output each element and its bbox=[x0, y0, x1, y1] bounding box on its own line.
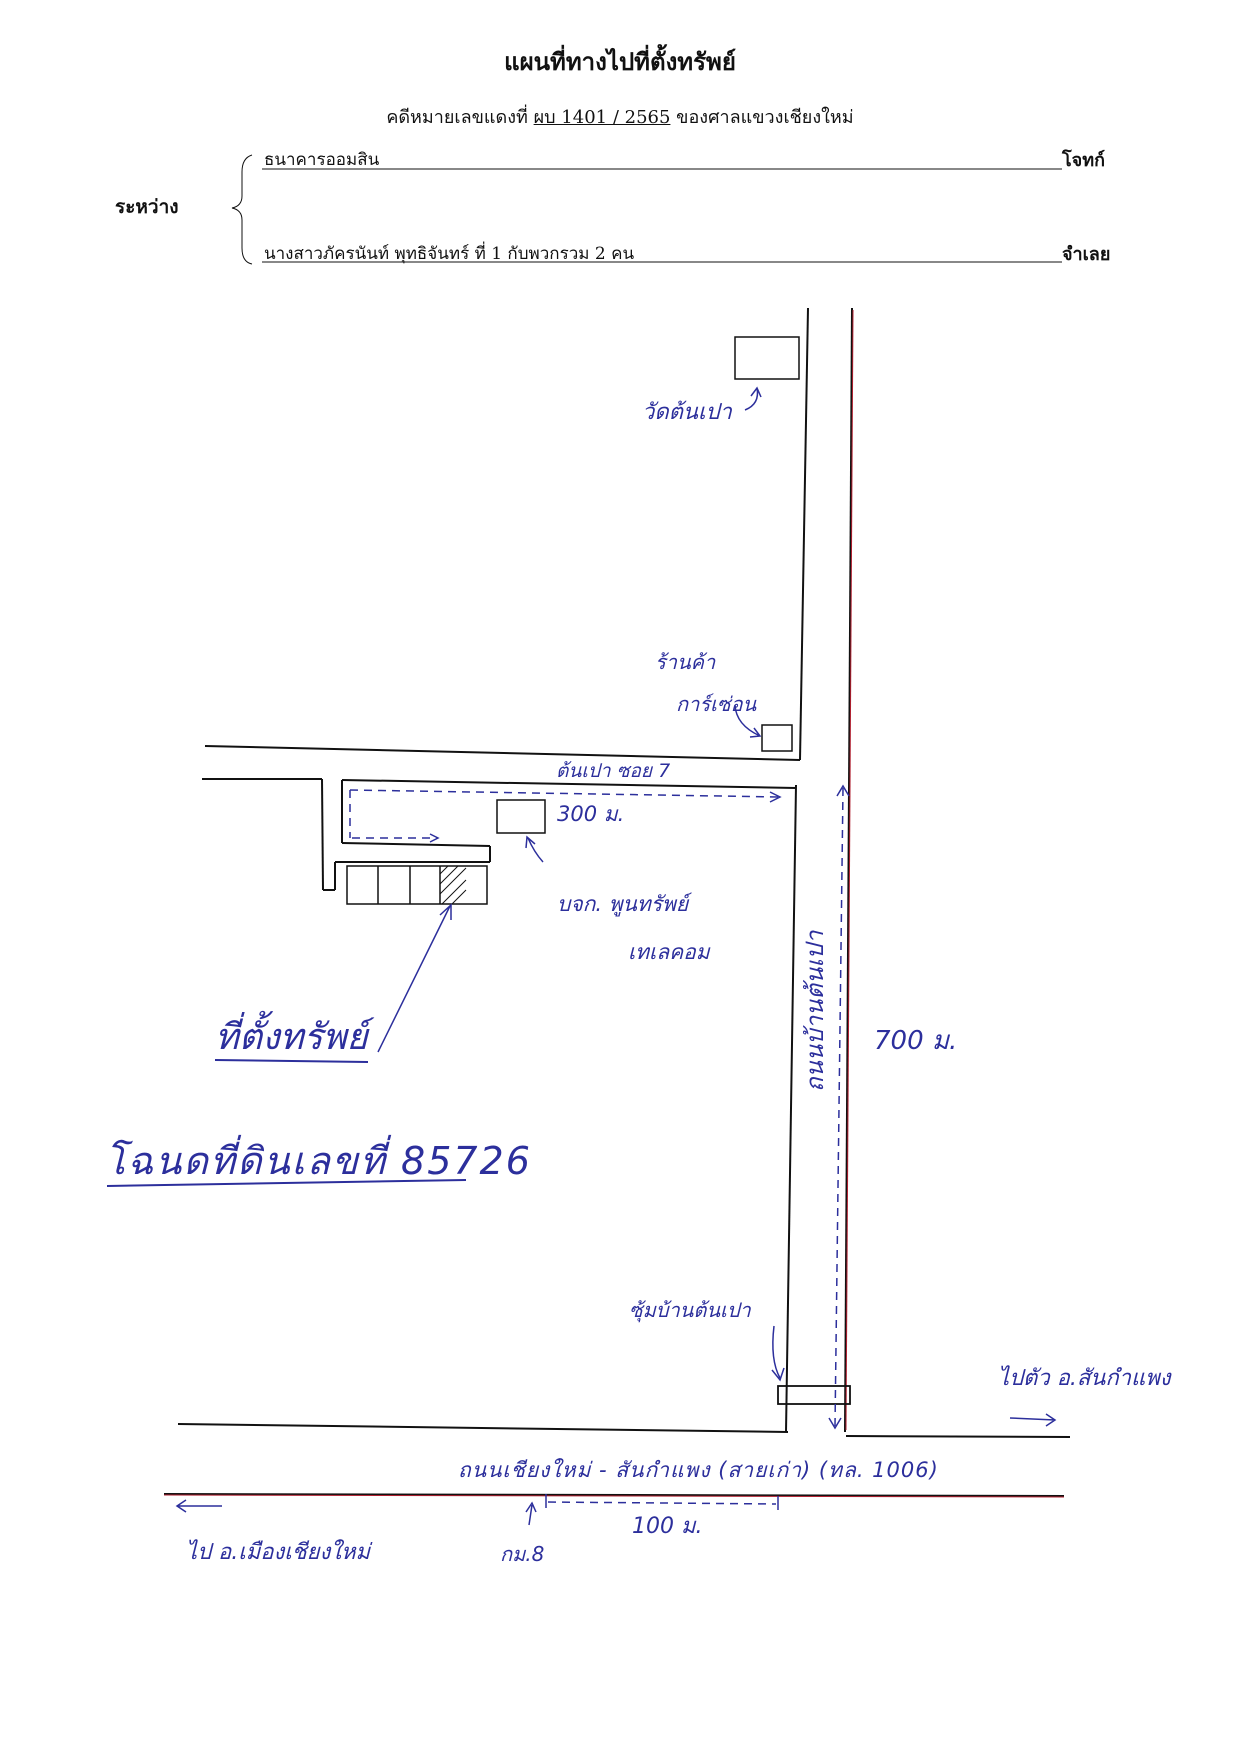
village-road bbox=[785, 307, 853, 1433]
court-name: ของศาลแขวงเชียงใหม่ bbox=[676, 107, 854, 128]
plaintiff-name: ธนาคารออมสิน bbox=[264, 150, 380, 170]
soi-lower-edge bbox=[341, 779, 797, 789]
pointer-lines bbox=[377, 386, 785, 1382]
km-marker-arrow-icon bbox=[525, 1501, 537, 1526]
between-label: ระหว่าง bbox=[115, 196, 179, 218]
property-plots bbox=[346, 865, 488, 905]
temple-pointer-icon bbox=[744, 386, 762, 411]
main-road-label: ถนนเชียงใหม่ - สันกำแพง (สายเก่า) (ทล. 1… bbox=[458, 1458, 939, 1482]
soi-left-stub-side bbox=[321, 778, 324, 891]
document-title: แผนที่ทางไปที่ตั้งทรัพย์ bbox=[504, 47, 736, 76]
shop-pointer-icon bbox=[734, 704, 762, 738]
case-prefix: คดีหมายเลขแดงที่ bbox=[386, 107, 528, 128]
property-hatch bbox=[439, 865, 467, 905]
defendant-role: จำเลย bbox=[1062, 244, 1111, 265]
soi-road bbox=[202, 745, 801, 891]
village-road-distance: 700 ม. bbox=[874, 1026, 958, 1056]
km-marker-label: กม.8 bbox=[500, 1542, 545, 1566]
village-gate-box bbox=[777, 1385, 851, 1405]
to-muang-arrow-icon bbox=[175, 1499, 222, 1513]
shop-label-line2: การ์เซ่อน bbox=[676, 692, 757, 716]
header-lines bbox=[231, 154, 1062, 265]
main-distance: 100 ม. bbox=[632, 1514, 703, 1539]
gate-pointer-icon bbox=[771, 1325, 785, 1382]
property-label: ที่ตั้งทรัพย์ bbox=[215, 1017, 368, 1058]
road-arrow-down-icon bbox=[828, 1417, 842, 1430]
company-box bbox=[496, 799, 546, 834]
deed-underline bbox=[106, 1179, 467, 1187]
village-road-label: ถนนบ้านต้นเปา bbox=[801, 930, 829, 1092]
to-muang-label: ไป อ.เมืองเชียงใหม่ bbox=[186, 1540, 371, 1565]
property-underline bbox=[214, 1059, 369, 1063]
plaintiff-role: โจทก์ bbox=[1062, 150, 1105, 171]
alley-arrow-icon bbox=[429, 833, 440, 843]
soi-distance: 300 ม. bbox=[557, 802, 625, 826]
property-pointer-icon bbox=[377, 903, 452, 1053]
case-number: ผบ 1401 / 2565 bbox=[533, 107, 671, 128]
temple-label: วัดต้นเปา bbox=[642, 400, 732, 425]
defendant-name: นางสาวภัครนันท์ พุทธิจันทร์ ที่ 1 กับพวก… bbox=[264, 244, 635, 264]
road-edge-red-pen bbox=[845, 309, 854, 1431]
shop-label: ร้านค้า bbox=[655, 650, 716, 674]
route-soi-dashes bbox=[349, 789, 781, 798]
to-sankamphaeng-label: ไปตัว อ.สันกำแพง bbox=[998, 1366, 1171, 1391]
road-edge-left-upper bbox=[799, 307, 809, 761]
title-deed-label: โฉนดที่ดินเลขที่ 85726 bbox=[105, 1139, 532, 1183]
road-edge-left-lower bbox=[785, 784, 797, 1433]
company-label-line2: เทเลคอม bbox=[628, 940, 710, 964]
company-pointer-icon bbox=[525, 835, 544, 863]
case-line: คดีหมายเลขแดงที่ ผบ 1401 / 2565 ของศาลแข… bbox=[0, 102, 1240, 131]
soi-label: ต้นเปา ซอย 7 bbox=[556, 760, 671, 782]
village-gate-label: ซุ้มบ้านต้นเปา bbox=[629, 1298, 751, 1322]
main-road bbox=[163, 1423, 1071, 1497]
company-label: บจก. พูนทรัพย์ bbox=[557, 892, 689, 916]
route-village-road-dashes bbox=[834, 787, 844, 1427]
temple-box bbox=[734, 336, 800, 380]
between-brace bbox=[231, 154, 253, 265]
main-road-upper-left bbox=[177, 1423, 789, 1433]
main-road-upper-right bbox=[845, 1435, 1071, 1438]
route-arrows bbox=[175, 784, 1057, 1526]
road-arrow-up-icon bbox=[836, 784, 850, 797]
alley-bottom bbox=[341, 842, 491, 847]
shop-box bbox=[761, 724, 793, 752]
road-edge-right bbox=[844, 307, 853, 1433]
to-sankamphaeng-arrow-icon bbox=[1009, 1413, 1057, 1427]
soi-upper-edge bbox=[204, 745, 801, 761]
route-dashes bbox=[349, 787, 844, 1505]
route-main-dashes bbox=[547, 1501, 777, 1505]
main-road-lower bbox=[163, 1493, 1065, 1497]
soi-arrow-icon bbox=[769, 791, 782, 803]
